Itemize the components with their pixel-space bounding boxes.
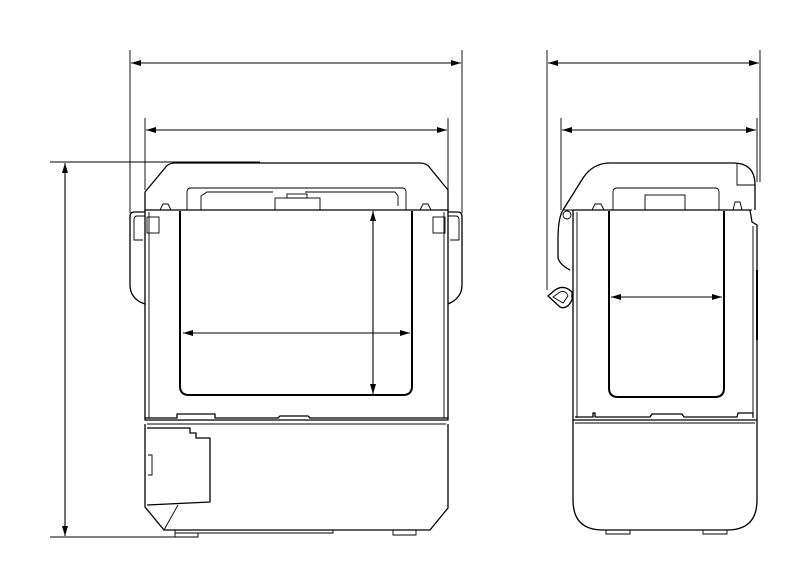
connector-notch [148,454,153,476]
top-mechanism [186,187,407,210]
right-foot [392,530,417,536]
left-hinge [159,203,172,211]
center-clip-top [286,193,308,199]
side-handle-grip [547,286,573,309]
side-body-lower [572,420,758,531]
side-right-foot [702,530,728,535]
body-upper [144,209,449,421]
side-cover-detail [736,163,755,186]
side-handle [557,209,571,271]
connector-panel [146,427,211,506]
side-body-upper [572,209,758,421]
side-view [546,50,761,535]
mid-rail [145,413,448,419]
side-handle-grip-inner [552,291,569,304]
right-handle [447,211,463,305]
side-label-window [608,211,725,398]
center-clip [274,197,321,211]
base-step [174,530,334,534]
connector-chamfer [163,504,179,531]
top-mechanism-inner [200,191,399,210]
left-handle-inner [133,215,145,241]
side-top-cover [562,162,756,211]
front-view [50,50,463,538]
side-center-clip [644,194,686,211]
side-left-foot [605,530,631,535]
right-handle-inner [448,215,460,241]
top-cover [144,162,449,211]
side-hinge-left [591,203,605,211]
label-window [179,211,413,396]
left-latch [146,216,160,234]
body-lower [144,424,449,531]
side-top-mechanism [612,187,720,210]
side-hinge-pin [562,210,572,220]
left-foot [174,533,199,538]
right-latch [432,216,446,234]
side-mid-rail [575,412,754,418]
left-handle [129,211,146,305]
side-hinge-right [732,201,743,211]
right-hinge [419,203,432,211]
